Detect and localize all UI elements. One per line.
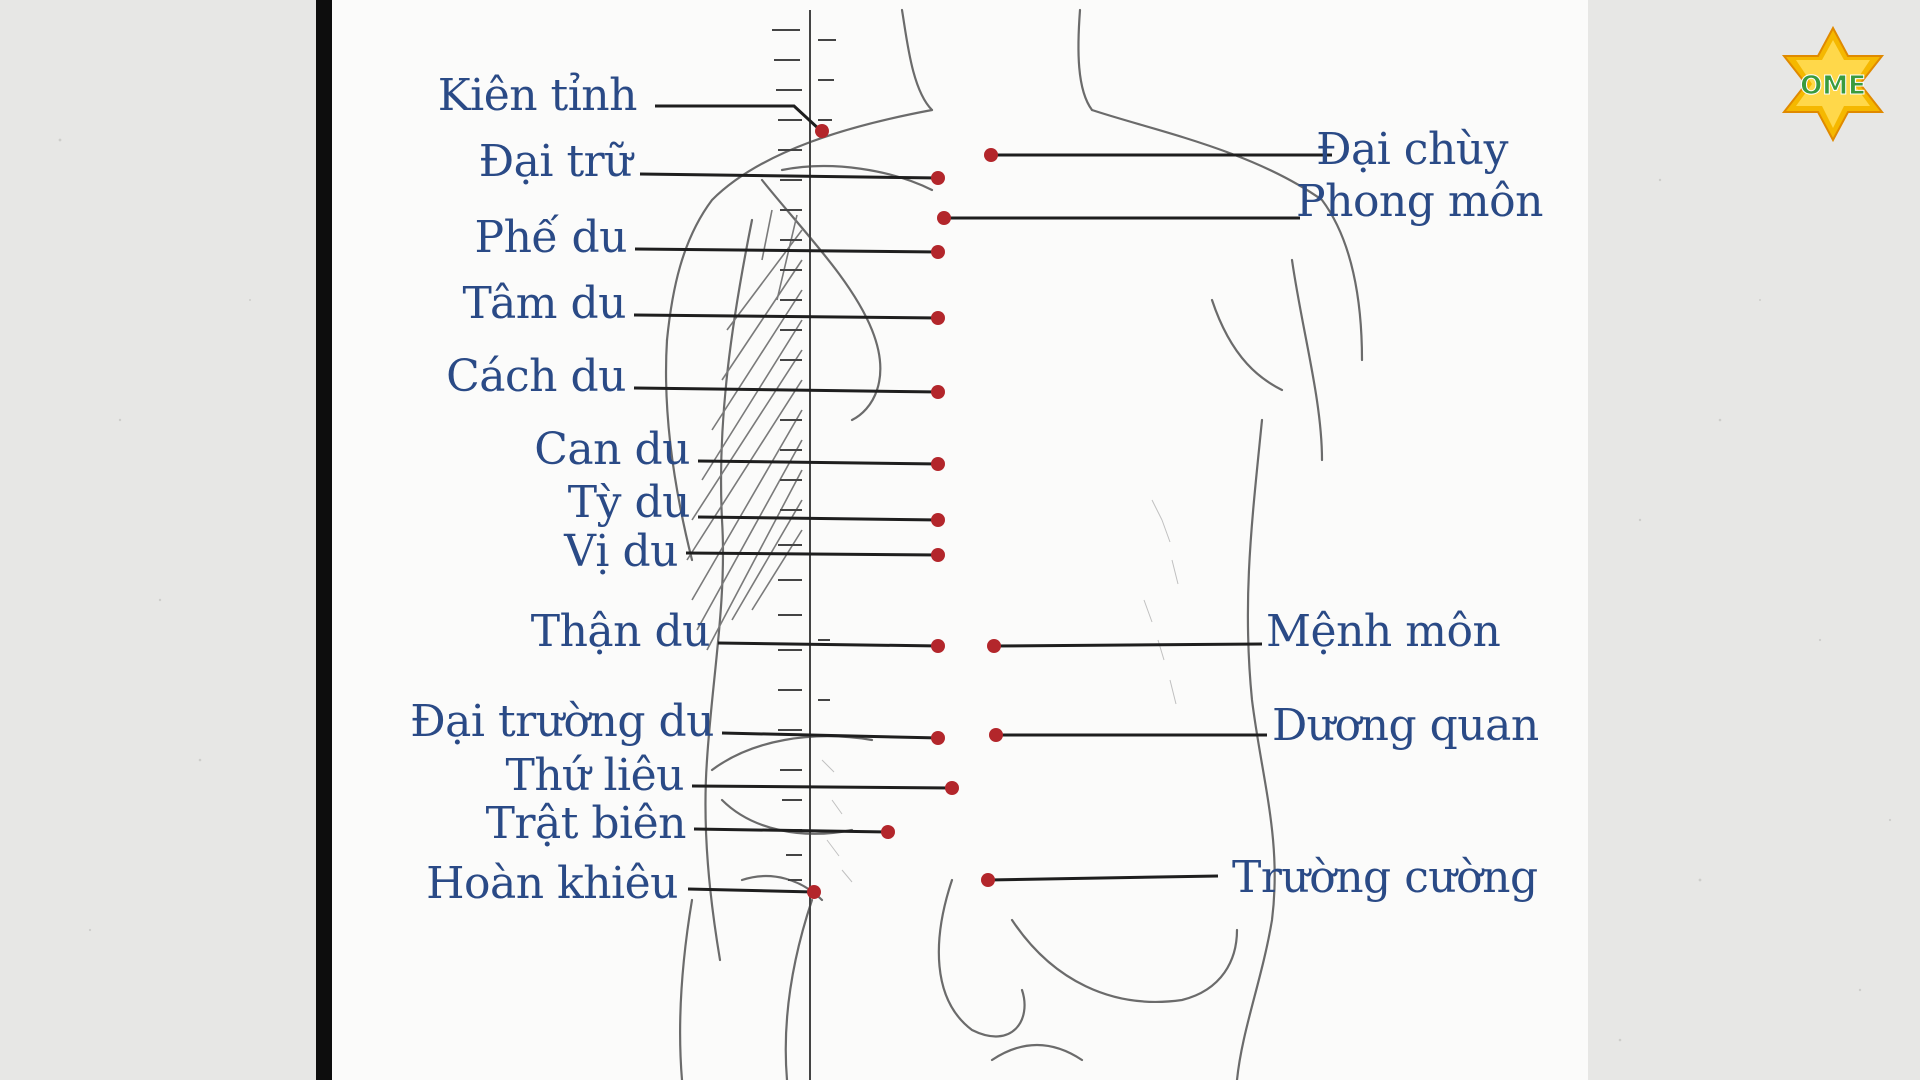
label-duong-quan: Dương quan [1272,700,1539,751]
acupoint-cach-du [931,385,945,399]
back-acupoint-diagram [633,8,1364,1080]
label-vi-du: Vị du [564,526,678,577]
label-hoan-khieu: Hoàn khiêu [426,858,678,909]
acupoint-vi-du [931,548,945,562]
label-dai-chuy: Đại chùy [1316,124,1508,175]
label-truong-cuong: Trường cường [1232,852,1538,903]
label-kien-tinh: Kiên tỉnh [437,70,638,121]
label-can-du: Can du [534,424,690,475]
rib-cage-sketch [686,209,803,651]
acupoint-hoan-khieu [807,885,821,899]
label-menh-mon: Mệnh môn [1266,606,1501,657]
acupoint-thu-lieu [945,781,959,795]
shading-sketch [821,499,1179,883]
body-sketch [664,8,1364,1080]
label-tam-du: Tâm du [462,278,626,329]
acupoint-truong-cuong [981,873,995,887]
label-thu-lieu: Thứ liêu [505,750,684,801]
left-border-bar [316,0,332,1080]
label-ty-du: Tỳ du [567,477,691,528]
acupoint-duong-quan [989,728,1003,742]
acupoint-dai-truong-du [931,731,945,745]
acupoint-phong-mon [937,211,951,225]
acupoint-can-du [931,457,945,471]
label-trat-bien: Trật biên [485,798,687,849]
acupoint-than-du [931,639,945,653]
label-dai-tru: Đại trữ [478,136,633,187]
diagram-paper [332,0,1588,1080]
label-cach-du: Cách du [446,351,626,402]
label-phong-mon: Phong môn [1296,176,1543,227]
acupoint-kien-tinh [815,124,829,138]
leader-lines [633,104,1332,894]
logo-text: OME [1800,71,1866,101]
label-dai-truong-du: Đại trường du [410,696,714,747]
acupoint-ty-du [931,513,945,527]
label-phe-du: Phế du [474,212,627,263]
star-logo-icon: OME [1781,26,1885,142]
acupoint-tam-du [931,311,945,325]
label-than-du: Thận du [530,606,711,657]
acupoint-trat-bien [881,825,895,839]
spine-sketch [772,10,836,1080]
acupoint-phe-du [931,245,945,259]
acupoint-menh-mon [987,639,1001,653]
acupoint-dai-tru [931,171,945,185]
acupoint-markers [807,124,1003,899]
acupoint-dai-chuy [984,148,998,162]
